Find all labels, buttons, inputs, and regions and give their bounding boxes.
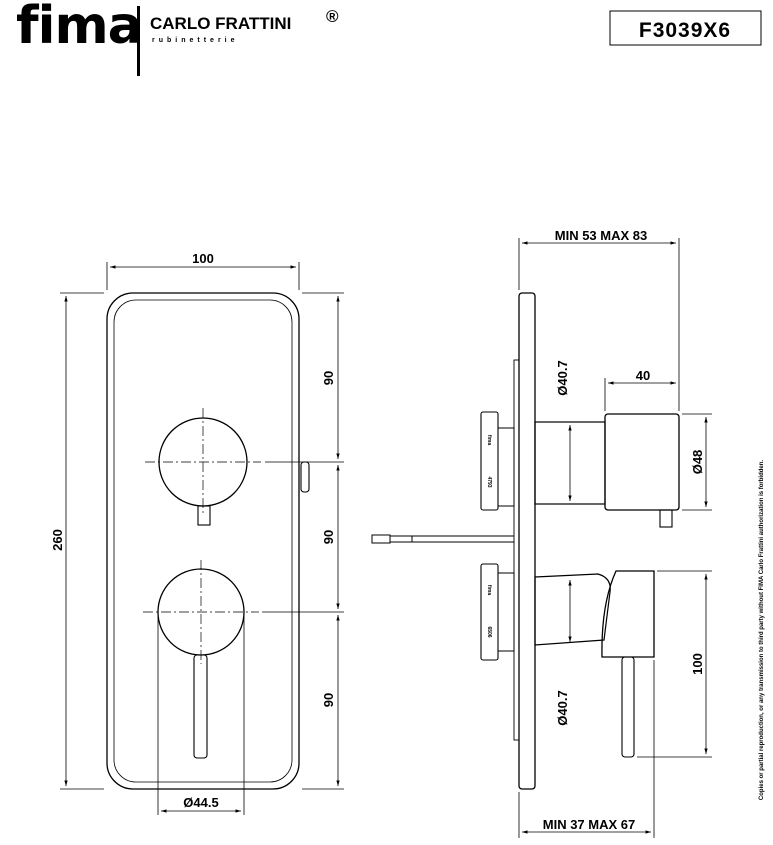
brand-carlo-frattini: CARLO FRATTINI: [150, 14, 291, 33]
upper-flange: [480, 411, 499, 511]
dim-front-height: 260: [50, 529, 65, 551]
dim-side-diameter-lower: Ø40.7: [555, 690, 570, 725]
dim-side-height-lower: 100: [690, 653, 705, 675]
copyright-note: Copies or partial reproduction, or any t…: [759, 460, 765, 800]
front-view: [106, 292, 310, 790]
lower-flange-number: 6506: [486, 626, 492, 637]
upper-knob-stub: [197, 505, 211, 526]
product-code-box: [609, 10, 762, 46]
lower-flange: [480, 563, 499, 661]
lower-handle-lever: [621, 656, 635, 758]
dim-side-diameter-upper: Ø40.7: [555, 360, 570, 395]
dim-side-top-depth: MIN 53 MAX 83: [555, 228, 647, 243]
upper-flange-brand: fima: [486, 435, 492, 446]
lower-handle-stem: [534, 573, 611, 646]
lower-knob-lever: [193, 654, 208, 759]
upper-cartridge: [497, 427, 515, 507]
brand-registered: ®: [326, 7, 339, 26]
dim-side-length-upper: 40: [636, 368, 650, 383]
brand-subtitle: rubinetterie: [152, 37, 239, 44]
diverter-pin: [300, 461, 310, 493]
dim-front-seg-bottom: 90: [321, 693, 336, 707]
upper-handle-stub: [659, 509, 673, 528]
dim-front-seg-top: 90: [321, 371, 336, 385]
dim-front-knob-diameter: Ø44.5: [183, 795, 218, 810]
upper-flange-number: 4793: [486, 476, 492, 487]
product-code: F3039X6: [639, 19, 731, 42]
side-wall-gasket: [513, 359, 520, 741]
side-wall-plate: [518, 292, 536, 790]
side-view: [371, 292, 680, 790]
dim-side-bottom-depth: MIN 37 MAX 67: [543, 817, 635, 832]
front-plate-inner: [113, 299, 293, 783]
dim-front-width: 100: [192, 251, 214, 266]
diverter-rod-mid: [389, 535, 413, 543]
side-dimensions: [518, 238, 712, 838]
front-plate-outer: [106, 292, 300, 790]
lower-cartridge: [497, 572, 515, 652]
diverter-rod-tip: [371, 534, 391, 544]
brand-logo: fima CARLO FRATTINI ® rubinetterie: [16, 0, 339, 76]
dim-front-seg-mid: 90: [321, 530, 336, 544]
front-dimensions: [60, 262, 344, 815]
logo-divider: [137, 6, 140, 76]
brand-fima: fima: [16, 0, 142, 56]
upper-handle-body: [604, 413, 680, 511]
lower-flange-brand: fima: [486, 585, 492, 596]
dim-side-diameter-body: Ø48: [690, 450, 705, 475]
